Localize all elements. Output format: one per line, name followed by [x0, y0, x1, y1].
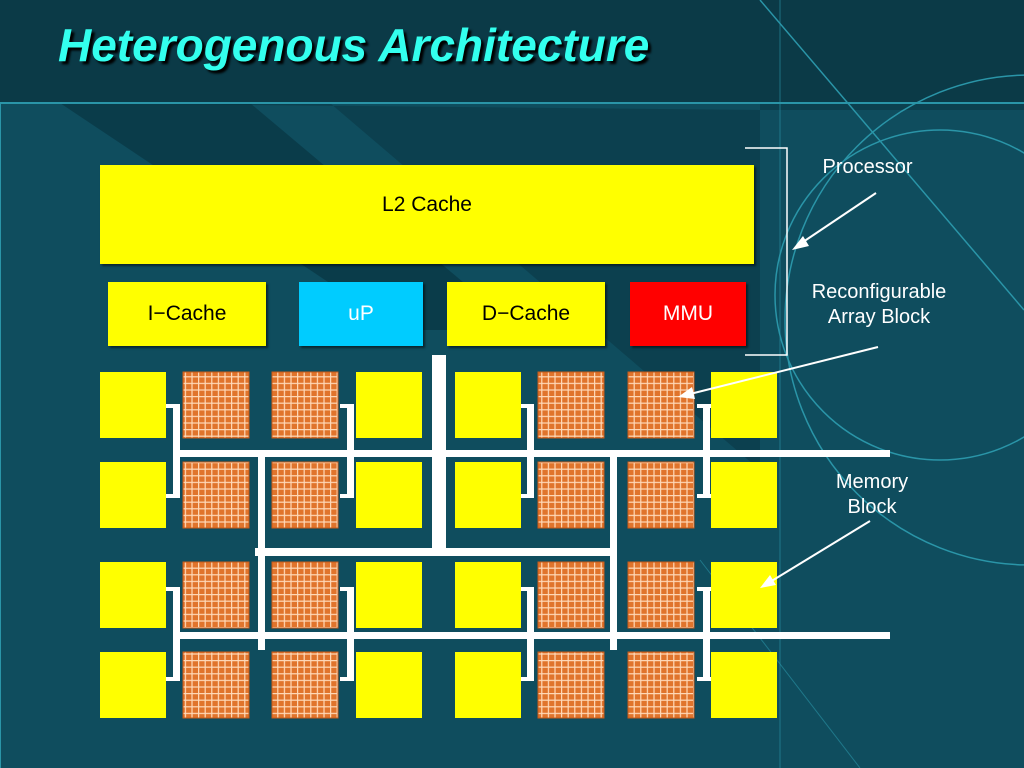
bus-drop [173, 588, 180, 678]
bus-drop [347, 405, 354, 495]
processor-bracket [745, 147, 788, 356]
i-cache-block: I−Cache [108, 282, 266, 346]
bus-stub [697, 494, 711, 498]
memory-block [711, 562, 777, 628]
bus-horizontal-branch [173, 450, 613, 457]
memory-block [356, 652, 422, 718]
array-pointer-arrow [678, 346, 879, 399]
bus-stub [697, 677, 711, 681]
interconnect [166, 355, 890, 681]
bus-drop [527, 405, 534, 495]
processor-annotation-text: Processor [822, 156, 913, 178]
fabric-blocks [100, 371, 777, 719]
memory-block [100, 562, 166, 628]
reconfigurable-array-block [627, 371, 695, 439]
memory-block [356, 562, 422, 628]
bus-horizontal-branch [173, 632, 613, 639]
reconfigurable-array-block [537, 561, 605, 629]
bus-drop [173, 405, 180, 495]
bus-stub [697, 404, 711, 408]
bus-stub [166, 494, 180, 498]
memory-block [100, 372, 166, 438]
bus-stub [520, 404, 534, 408]
bus-main-horizontal [255, 548, 615, 556]
memory-block [356, 462, 422, 528]
memory-annotation-line2: Block [847, 496, 897, 518]
reconfigurable-annotation-line2: Array Block [827, 306, 931, 328]
up-block: uP [299, 282, 423, 346]
memory-block [711, 372, 777, 438]
reconfigurable-array-annotation: Reconfigurable Array Block [790, 280, 968, 330]
reconfigurable-array-block [271, 561, 339, 629]
processor-pointer-arrow [792, 192, 877, 250]
d-cache-label: D−Cache [481, 302, 571, 325]
memory-block-annotation: Memory Block [812, 470, 932, 520]
up-label: uP [348, 302, 374, 325]
bus-stub [340, 494, 354, 498]
bus-stub [166, 587, 180, 591]
bus-vertical-branch [610, 450, 617, 650]
reconfigurable-array-block [627, 561, 695, 629]
reconfigurable-array-block [182, 371, 250, 439]
reconfigurable-array-block [627, 461, 695, 529]
memory-pointer-arrow [760, 520, 871, 588]
mmu-block: MMU [630, 282, 746, 346]
bus-drop [347, 588, 354, 678]
bus-stub [340, 587, 354, 591]
memory-block [455, 562, 521, 628]
reconfigurable-array-block [271, 651, 339, 719]
reconfigurable-array-block [537, 651, 605, 719]
memory-block [100, 652, 166, 718]
memory-block [711, 652, 777, 718]
reconfigurable-array-block [537, 461, 605, 529]
bus-stub [166, 677, 180, 681]
memory-block [455, 462, 521, 528]
bus-stub [520, 677, 534, 681]
d-cache-block: D−Cache [447, 282, 605, 346]
bus-stub [520, 587, 534, 591]
reconfigurable-annotation-line1: Reconfigurable [811, 281, 947, 303]
l2-cache-block: L2 Cache [100, 165, 754, 264]
memory-block [455, 652, 521, 718]
mmu-label: MMU [662, 302, 714, 325]
reconfigurable-array-block [182, 561, 250, 629]
reconfigurable-array-block [182, 651, 250, 719]
slide-title: Heterogenous Architecture [58, 19, 650, 71]
reconfigurable-array-block [627, 651, 695, 719]
bus-drop [703, 588, 710, 678]
bus-stub [340, 404, 354, 408]
memory-block [455, 372, 521, 438]
memory-block [711, 462, 777, 528]
l2-cache-label: L2 Cache [382, 193, 472, 216]
reconfigurable-array-block [271, 371, 339, 439]
memory-annotation-line1: Memory [835, 471, 909, 493]
reconfigurable-array-block [271, 461, 339, 529]
processor-annotation: Processor [800, 155, 935, 180]
bus-stub [166, 404, 180, 408]
bus-stub [340, 677, 354, 681]
bus-stub [520, 494, 534, 498]
memory-block [356, 372, 422, 438]
reconfigurable-array-block [537, 371, 605, 439]
i-cache-label: I−Cache [147, 302, 227, 325]
bus-drop [703, 405, 710, 495]
bus-stub [697, 587, 711, 591]
bus-drop [527, 588, 534, 678]
reconfigurable-array-block [182, 461, 250, 529]
memory-block [100, 462, 166, 528]
bus-vertical-branch [258, 450, 265, 650]
